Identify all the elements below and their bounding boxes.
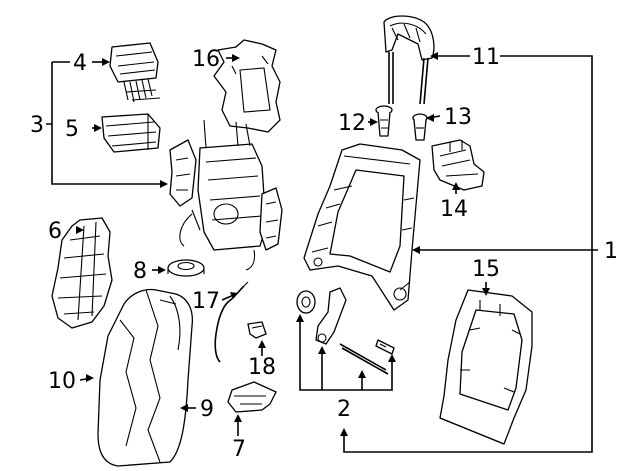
callout-14: 14 (440, 197, 468, 222)
callout-1: 1 (604, 239, 618, 264)
part-14-bracket (431, 139, 485, 191)
callout-2: 2 (337, 397, 351, 422)
part-10-seat-back-cover (97, 288, 194, 467)
leader-lines (46, 52, 598, 453)
callout-3: 3 (30, 113, 44, 138)
part-16-backrest-pad (213, 39, 281, 133)
part-3-seat-back-frame (169, 119, 283, 271)
part-7-switch-module (227, 381, 277, 413)
callout-8: 8 (133, 259, 147, 284)
part-5-module (101, 113, 161, 153)
part-11-headrest (383, 15, 435, 105)
callout-7: 7 (232, 437, 246, 462)
part-12-guide (375, 105, 393, 137)
callout-9: 9 (200, 397, 214, 422)
callout-12: 12 (338, 111, 366, 136)
callout-5: 5 (65, 117, 79, 142)
part-1-backrest-frame (303, 143, 421, 311)
part-15-cushion-frame (439, 289, 533, 445)
callout-6: 6 (48, 219, 62, 244)
callout-13: 13 (444, 105, 472, 130)
part-2-hardware (296, 287, 395, 375)
part-6-foam-pad (51, 217, 113, 329)
callout-11: 11 (472, 45, 500, 70)
part-8-sensor (167, 259, 205, 277)
callout-16: 16 (192, 47, 220, 72)
part-4-control-module (109, 42, 161, 103)
callout-10: 10 (48, 369, 76, 394)
part-13-guide (412, 113, 428, 141)
callout-17: 17 (192, 289, 220, 314)
callout-18: 18 (248, 355, 276, 380)
callout-15: 15 (472, 257, 500, 282)
callout-labels: 1 2 3 4 5 6 7 8 9 10 11 12 13 14 15 16 1… (30, 45, 618, 462)
part-18-clip (247, 321, 267, 339)
callout-4: 4 (73, 51, 87, 76)
